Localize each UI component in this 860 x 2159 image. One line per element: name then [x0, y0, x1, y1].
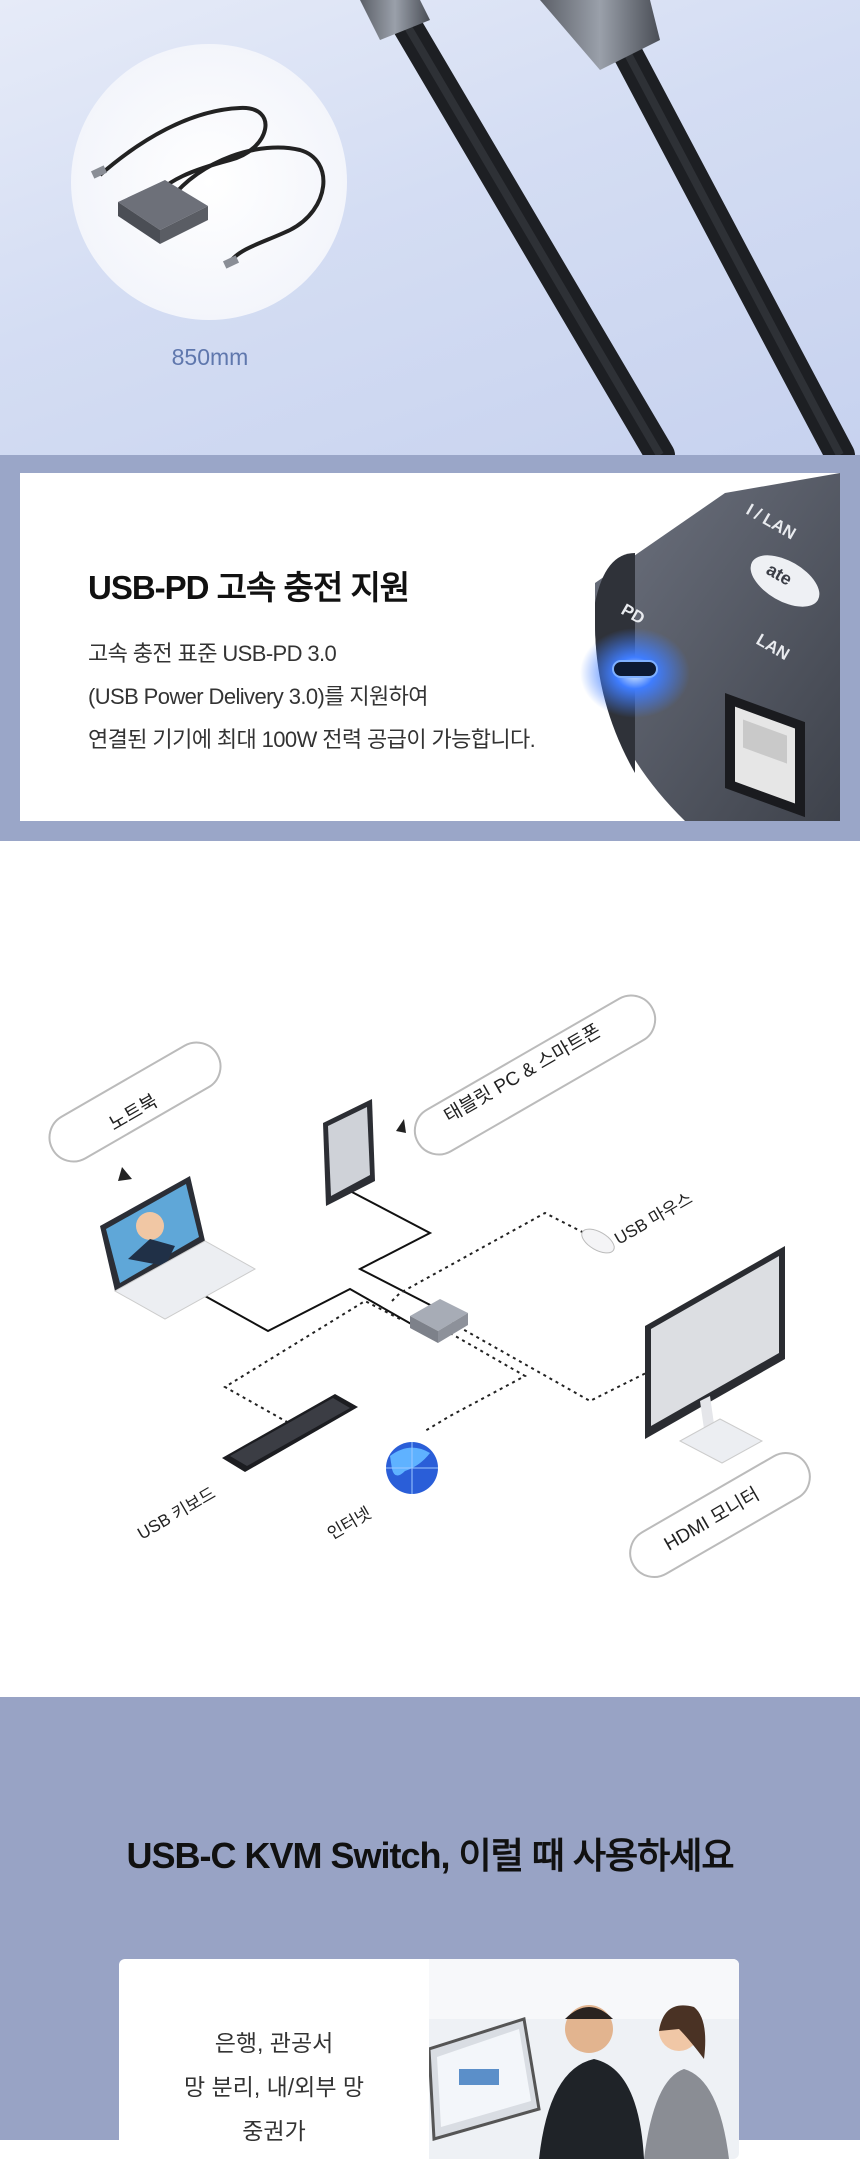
- kvm-product-image: [90, 105, 326, 269]
- kvm-hub-image: [410, 1299, 468, 1343]
- usage-section: USB-C KVM Switch, 이럴 때 사용하세요 은행, 관공서 망 분…: [0, 1697, 860, 2159]
- tablet-image: [323, 1099, 375, 1206]
- cable-length-label: 850mm: [171, 344, 249, 370]
- usage-card-line-2: 망 분리, 내/외부 망: [183, 2074, 365, 2100]
- office-workers-photo: [429, 1959, 739, 2159]
- pd-port-closeup-image: PD LAN I / LAN ate: [580, 473, 840, 821]
- connection-diagram: [48, 994, 811, 1578]
- pd-card: USB-PD 고속 충전 지원 고속 충전 표준 USB-PD 3.0 (USB…: [20, 473, 840, 821]
- pd-description-line-2: (USB Power Delivery 3.0)를 지원하여: [88, 684, 429, 709]
- usage-card-line-1: 은행, 관공서: [214, 2030, 334, 2056]
- laptop-image: [100, 1176, 257, 1320]
- connection-diagram-section: 노트북 태블릿 PC & 스마트폰 USB 마우스 USB 키보드 인터넷 HD…: [0, 841, 860, 1697]
- pd-description-line-1: 고속 충전 표준 USB-PD 3.0: [88, 641, 337, 666]
- usage-card-text: 은행, 관공서 망 분리, 내/외부 망 중권가: [119, 2021, 429, 2153]
- cable-illustration: [71, 0, 855, 455]
- pd-description-line-3: 연결된 기기에 최대 100W 전력 공급이 가능합니다.: [88, 727, 536, 752]
- usage-title: USB-C KVM Switch, 이럴 때 사용하세요: [126, 1835, 735, 1876]
- usage-card-line-3: 중권가: [242, 2118, 306, 2144]
- pd-title: USB-PD 고속 충전 지원: [88, 569, 410, 606]
- cable-hero-section: 850mm: [0, 0, 860, 455]
- keyboard-image: [222, 1394, 358, 1472]
- pd-charging-section: USB-PD 고속 충전 지원 고속 충전 표준 USB-PD 3.0 (USB…: [0, 455, 860, 841]
- mouse-image: [581, 1228, 615, 1254]
- usage-card: 은행, 관공서 망 분리, 내/외부 망 중권가: [119, 1959, 739, 2159]
- internet-globe-image: [386, 1442, 438, 1494]
- monitor-image: [645, 1246, 785, 1464]
